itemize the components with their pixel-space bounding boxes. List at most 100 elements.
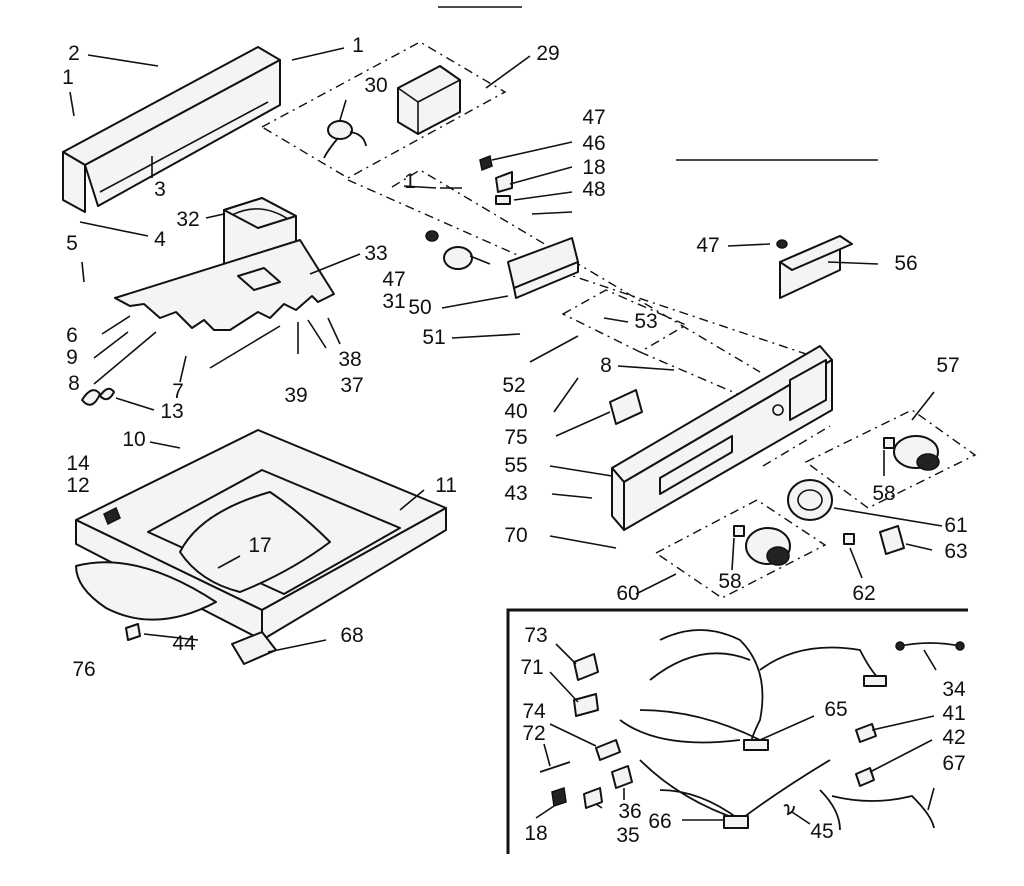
group-box-53 xyxy=(561,289,688,353)
part-73-connector xyxy=(573,653,599,681)
panel-55-window xyxy=(659,435,733,495)
part-71-connector xyxy=(573,693,599,717)
callout-51: 51 xyxy=(422,326,446,349)
group-box-60 xyxy=(654,499,827,599)
part-33-bracket xyxy=(114,239,335,331)
callout-66: 66 xyxy=(648,810,672,833)
callout-71: 71 xyxy=(520,656,544,679)
part-75-switch xyxy=(609,389,643,425)
part-35-connector xyxy=(583,787,603,809)
leader-lines xyxy=(69,47,943,825)
callout-2: 2 xyxy=(68,42,80,65)
callout-40: 40 xyxy=(504,400,528,423)
part-63-knob xyxy=(879,525,905,555)
callout-73: 73 xyxy=(524,624,548,647)
console-back-end xyxy=(62,151,86,213)
callout-53: 53 xyxy=(634,310,658,333)
callout-67: 67 xyxy=(942,752,966,775)
callout-37: 37 xyxy=(340,374,364,397)
callout-1b: 1 xyxy=(62,66,74,89)
callout-6: 6 xyxy=(66,324,78,347)
part-74-terminal xyxy=(595,739,621,761)
callout-10: 10 xyxy=(122,428,146,451)
callout-48: 48 xyxy=(582,178,606,201)
group-box-29 xyxy=(260,41,507,179)
callout-47c: 47 xyxy=(696,234,720,257)
callout-9: 9 xyxy=(66,346,78,369)
group-box-57 xyxy=(804,409,977,509)
part-12-plug xyxy=(103,506,121,526)
console-back-face xyxy=(84,59,281,207)
part-31-motor xyxy=(443,246,473,270)
callout-52: 52 xyxy=(502,374,526,397)
callout-18b: 18 xyxy=(524,822,548,845)
part-44-hinge xyxy=(125,623,141,641)
part-68-foot xyxy=(231,631,277,665)
part-36-connector xyxy=(611,765,633,789)
part-47-nut-c xyxy=(776,239,788,249)
callout-8a: 8 xyxy=(68,372,80,395)
part-58b-insert xyxy=(733,525,745,537)
callout-12: 12 xyxy=(66,474,90,497)
part-76-lid xyxy=(75,561,217,621)
callout-32: 32 xyxy=(176,208,200,231)
part-62-screw xyxy=(843,533,855,545)
part-14-clip xyxy=(81,389,101,406)
callout-7: 7 xyxy=(172,380,184,403)
part-42-clip xyxy=(855,767,875,787)
callout-11: 11 xyxy=(435,474,457,497)
callout-5: 5 xyxy=(66,232,78,255)
callout-74: 74 xyxy=(522,700,546,723)
callout-39: 39 xyxy=(284,384,308,407)
callout-43: 43 xyxy=(504,482,528,505)
callout-50: 50 xyxy=(408,296,432,319)
callout-58a: 58 xyxy=(872,482,896,505)
callout-42: 42 xyxy=(942,726,966,749)
harness-67 xyxy=(831,795,935,829)
part-18-screw-b xyxy=(551,787,567,807)
callout-1c: 1 xyxy=(404,170,416,193)
assembly-line-3 xyxy=(639,351,741,396)
part-13-clip xyxy=(99,387,115,401)
callout-31: 31 xyxy=(382,290,406,313)
callout-62: 62 xyxy=(852,582,876,605)
assembly-line-1 xyxy=(391,169,761,373)
part-61-dial xyxy=(787,479,833,521)
callout-44: 44 xyxy=(172,632,196,655)
part-46-clip xyxy=(495,171,513,193)
callout-45: 45 xyxy=(810,820,834,843)
callout-33: 33 xyxy=(364,242,388,265)
callout-75: 75 xyxy=(504,426,528,449)
part-47-nut xyxy=(425,230,439,242)
callout-47a: 47 xyxy=(382,268,406,291)
part-58a-insert xyxy=(883,437,895,449)
callout-63: 63 xyxy=(944,540,968,563)
callout-18a: 18 xyxy=(582,156,606,179)
part-41-clip xyxy=(855,723,877,743)
callout-56: 56 xyxy=(894,252,918,275)
assembly-line-2 xyxy=(347,179,831,363)
callout-41: 41 xyxy=(942,702,966,725)
callout-3: 3 xyxy=(154,178,166,201)
callout-65: 65 xyxy=(824,698,848,721)
part-29-block xyxy=(397,65,461,135)
callout-68: 68 xyxy=(340,624,364,647)
callout-4: 4 xyxy=(154,228,166,251)
callout-8b: 8 xyxy=(600,354,612,377)
callout-60: 60 xyxy=(616,582,640,605)
part-30-coil xyxy=(327,120,353,140)
callout-34: 34 xyxy=(942,678,966,701)
callout-58b: 58 xyxy=(718,570,742,593)
part-72-terminal xyxy=(539,761,571,773)
callout-47b: 47 xyxy=(582,106,606,129)
callout-36: 36 xyxy=(618,800,642,823)
callout-30: 30 xyxy=(364,74,388,97)
callout-35: 35 xyxy=(616,824,640,847)
callout-55: 55 xyxy=(504,454,528,477)
callout-1a: 1 xyxy=(352,34,364,57)
inset-frame xyxy=(506,608,968,854)
callout-76: 76 xyxy=(72,658,96,681)
assembly-line-4 xyxy=(762,425,831,467)
